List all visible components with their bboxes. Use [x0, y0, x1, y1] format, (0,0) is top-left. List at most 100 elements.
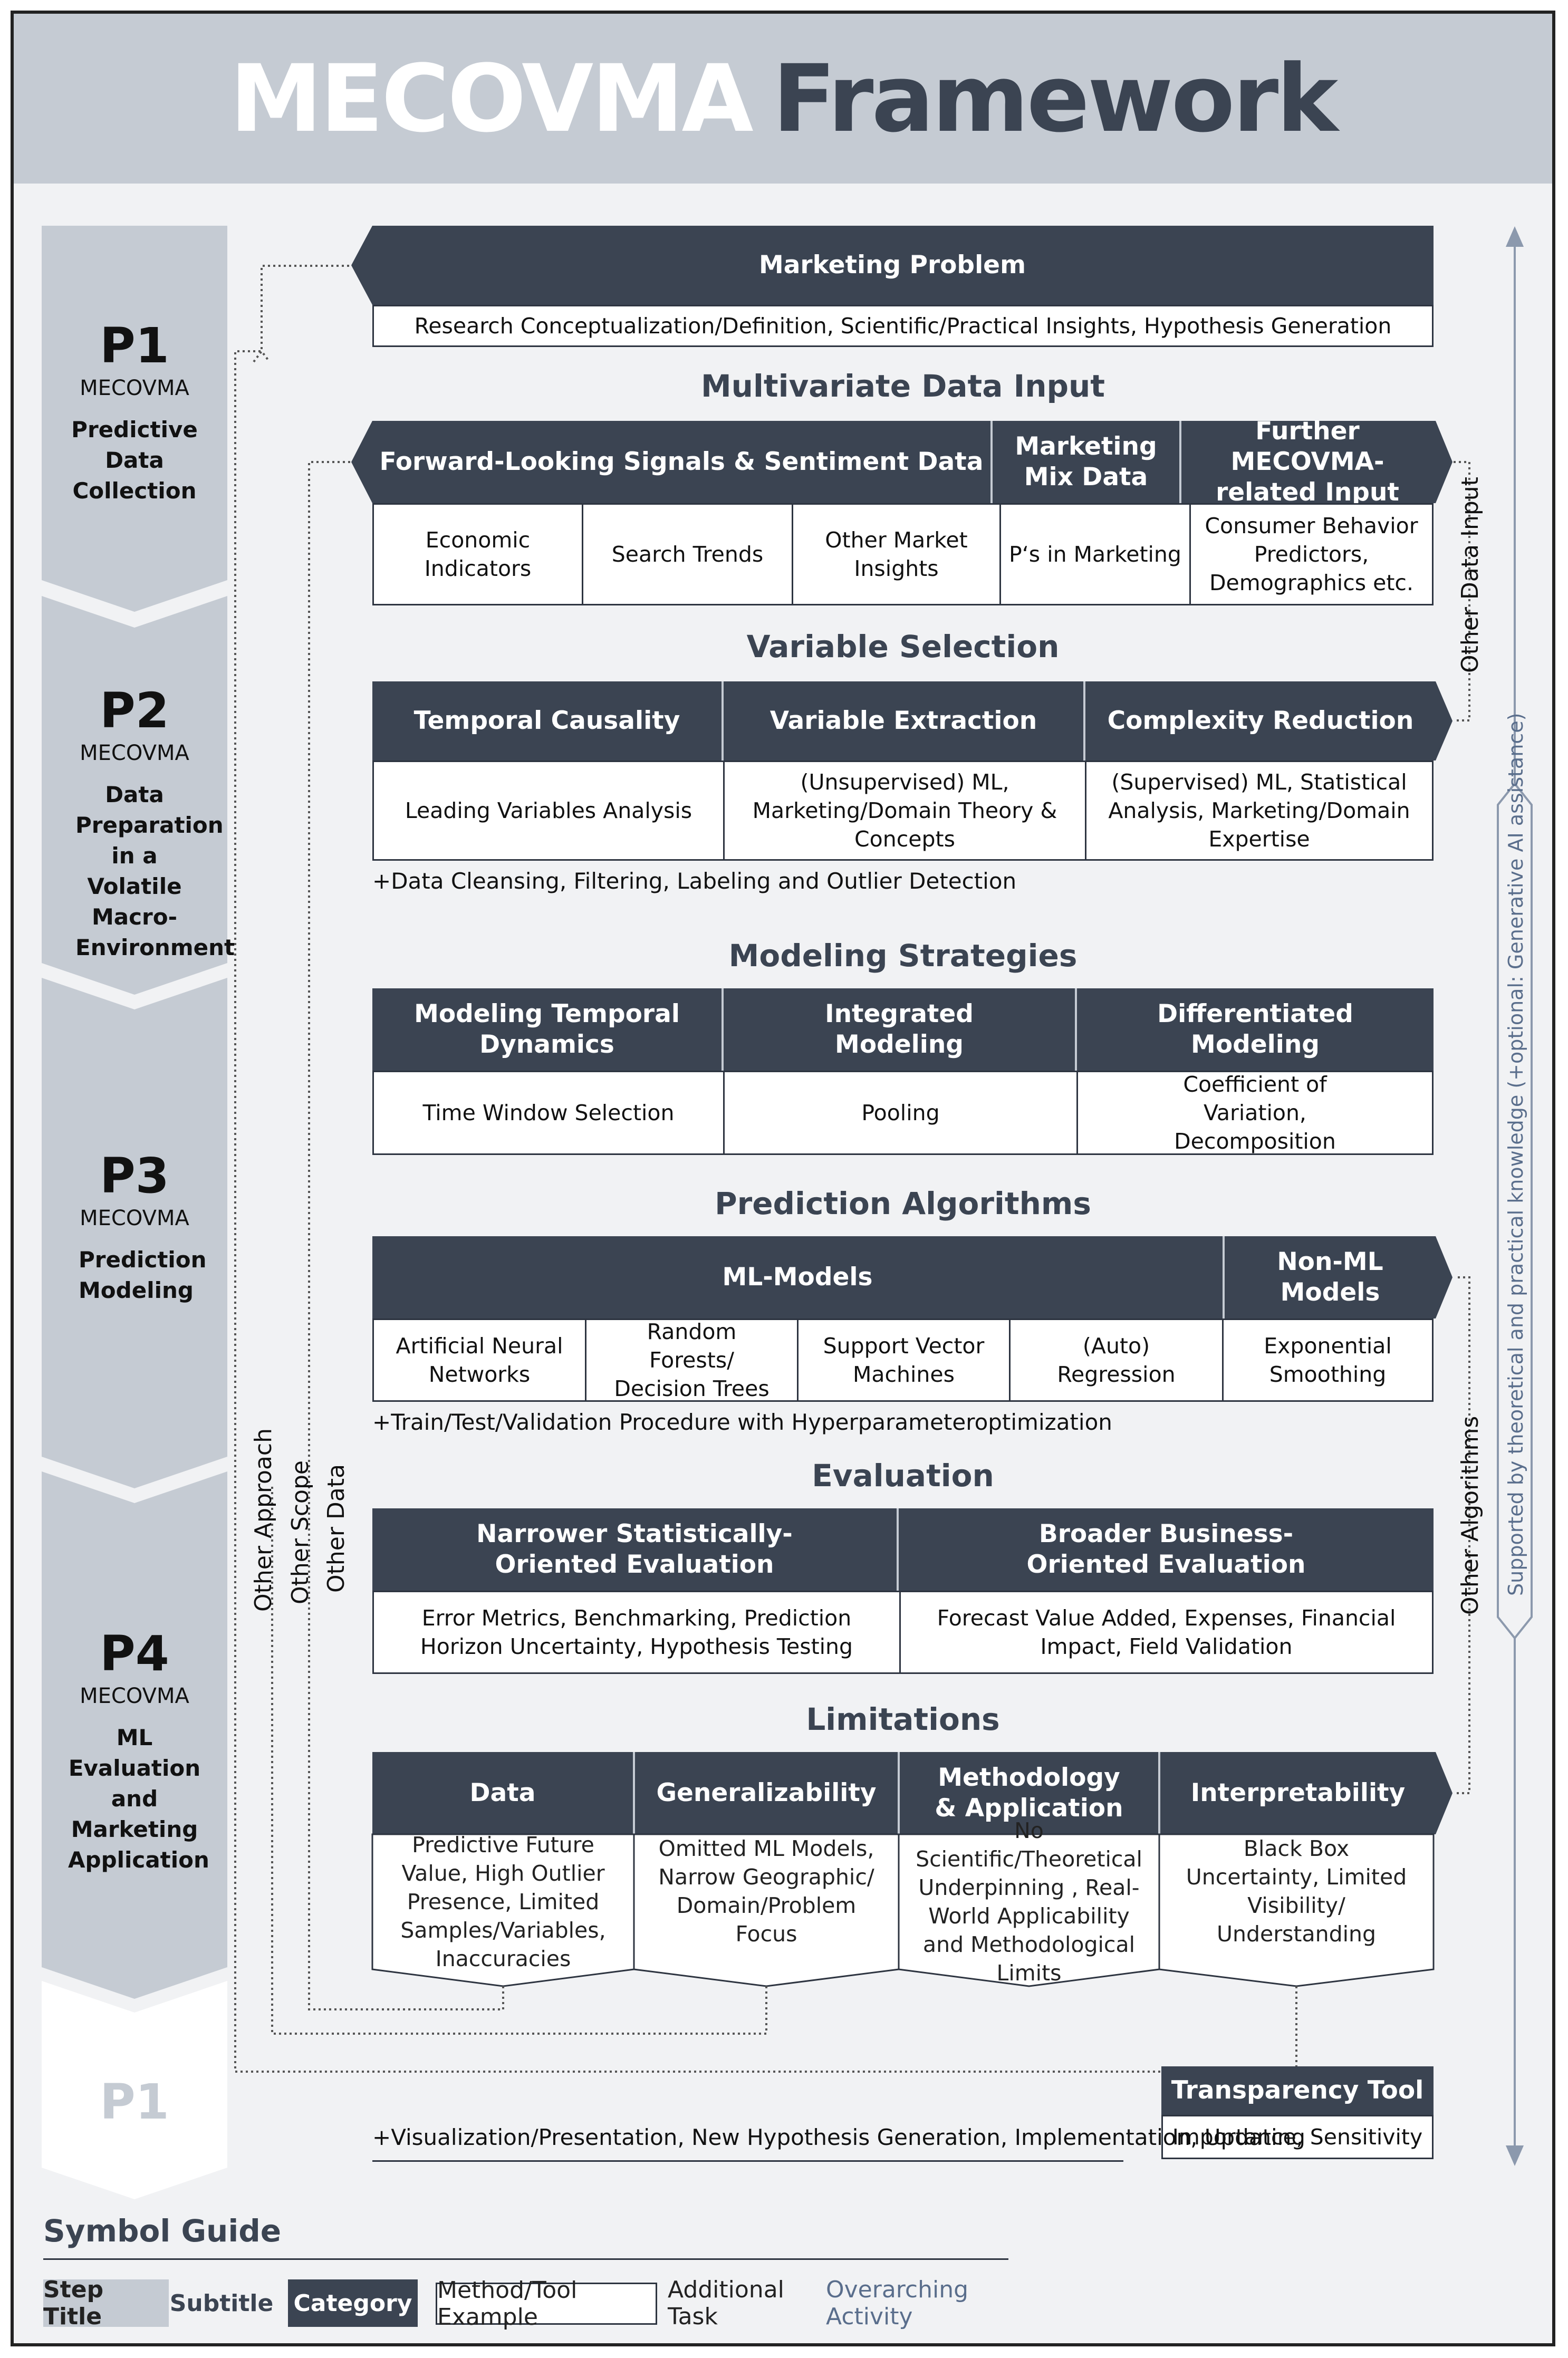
overarching-arrow-down [1505, 2145, 1524, 2166]
limitation-boxes [371, 1833, 1435, 1987]
step-p3: P3 MECOVMA Prediction Modeling [42, 1150, 227, 1306]
method-row-multivariate: Economic Indicators Search Trends Other … [372, 503, 1434, 605]
additional-task-data-cleansing: +Data Cleansing, Filtering, Labeling and… [372, 868, 1017, 894]
category-row-modeling [372, 988, 1434, 1071]
category-ml-models: ML-Models [722, 1263, 873, 1292]
step-p1: P1 MECOVMA Predictive Data Collection [42, 320, 227, 506]
category-marketing-problem: Marketing Problem [351, 226, 1434, 305]
method-forecast-value: Forecast Value Added, Expenses, Financia… [899, 1592, 1432, 1672]
category-differentiated-modeling: Differentiated Modeling [1157, 999, 1353, 1059]
method-leading-variables: Leading Variables Analysis [405, 798, 692, 823]
category-separator [1083, 681, 1085, 761]
title-part2: Framework [772, 44, 1339, 153]
step-number: P3 [100, 1148, 169, 1204]
category-separator [1158, 1752, 1160, 1834]
additional-task-train-test: +Train/Test/Validation Procedure with Hy… [372, 1409, 1112, 1435]
step-band-p2 [42, 596, 227, 995]
overarching-arrow-up [1505, 226, 1524, 247]
overarching-band [1497, 782, 1533, 1640]
method-unsupervised-ml: (Unsupervised) ML, Marketing/Domain Theo… [723, 762, 1085, 859]
loop-other-algorithms [1457, 1276, 1470, 1794]
category-data: Data [469, 1778, 536, 1807]
final-task-underline [372, 2160, 1123, 2162]
label-overarching-activity: Supported by theoretical and practical k… [1504, 713, 1527, 1596]
step-mecovma: MECOVMA [80, 1206, 189, 1230]
method-row-variable-selection: Leading Variables Analysis (Unsupervised… [372, 761, 1434, 861]
limitation-box-data [371, 1833, 635, 1987]
category-separator [722, 681, 724, 761]
additional-task-visualization: +Visualization/Presentation, New Hypothe… [372, 2124, 1305, 2150]
method-support-vector: Support Vector Machines [797, 1320, 1009, 1400]
category-separator [1075, 988, 1077, 1071]
subtitle-multivariate: Multivariate Data Input [700, 368, 1105, 404]
method-auto-regression: (Auto) Regression [1009, 1320, 1222, 1400]
step-number: P2 [100, 682, 169, 739]
limitation-box-interpretability [1158, 1833, 1435, 1987]
method-economic-indicators: Economic Indicators [424, 527, 532, 581]
method-pooling: Pooling [723, 1072, 1076, 1153]
legend-step-title: Step Title [43, 2276, 169, 2330]
step-number: P1 [100, 317, 169, 374]
category-narrower-evaluation: Narrower Statistically-Oriented Evaluati… [476, 1519, 793, 1579]
step-p1-repeat: P1 [42, 2076, 227, 2129]
method-coefficient-of-variation: Coefficient of Variation, Decomposition [1076, 1072, 1432, 1154]
method-time-window: Time Window Selection [422, 1100, 675, 1125]
title-part1: MECOVMA [229, 44, 754, 153]
method-limitation-methodology: No Scientific/Theoretical Underpinning ,… [916, 1818, 1142, 1986]
method-row-evaluation: Error Metrics, Benchmarking, Prediction … [372, 1591, 1434, 1674]
step-p4: P4 MECOVMA ML Evaluation and Marketing A… [42, 1628, 227, 1875]
limitation-box-generalizability [633, 1833, 900, 1987]
category-generalizability: Generalizability [656, 1778, 877, 1807]
category-broader-evaluation: Broader Business-Oriented Evaluation [1026, 1519, 1306, 1579]
method-row-modeling: Time Window Selection Pooling Coefficien… [372, 1071, 1434, 1155]
legend-divider [43, 2258, 1008, 2260]
category-separator [1179, 421, 1181, 503]
method-supervised-ml: (Supervised) ML, Statistical Analysis, M… [1085, 762, 1432, 859]
loop-other-data-input [1454, 461, 1470, 721]
legend-method: Method/Tool Example [436, 2277, 657, 2331]
legend-overarching-activity: Overarching Activity [826, 2276, 969, 2330]
subtitle-evaluation: Evaluation [812, 1458, 994, 1494]
step-band-p1 [42, 226, 227, 612]
step-band-p1-repeat [42, 1981, 227, 2199]
category-modeling-temporal: Modeling Temporal Dynamics [414, 999, 680, 1059]
loop-other-approach-arrow [253, 349, 271, 363]
step-p2: P2 MECOVMA Data Preparation in a Volatil… [42, 682, 235, 963]
category-row-limitations [372, 1752, 1452, 1834]
category-interpretability: Interpretability [1190, 1778, 1406, 1807]
step-mecovma: MECOVMA [80, 376, 189, 400]
category-methodology: Methodology & Application [935, 1763, 1123, 1823]
limitation-box-methodology [898, 1833, 1160, 1987]
method-marketing-problem: Research Conceptualization/Definition, S… [372, 305, 1434, 347]
step-mecovma: MECOVMA [80, 1684, 189, 1708]
method-search-trends: Search Trends [582, 505, 792, 604]
legend-additional-task: Additional Task [668, 2276, 784, 2330]
subtitle-limitations: Limitations [806, 1701, 1000, 1737]
step-number: P4 [100, 1625, 169, 1682]
title-bar: MECOVMA Framework [14, 14, 1552, 184]
label-other-scope: Other Scope [287, 1460, 314, 1604]
subtitle-algorithms: Prediction Algorithms [715, 1186, 1091, 1221]
category-separator [897, 1508, 899, 1591]
category-row-evaluation [372, 1508, 1434, 1591]
label-other-algorithms: Other Algorithms [1457, 1416, 1484, 1615]
category-further-input: Further MECOVMA-related Input [1216, 417, 1399, 507]
category-forward-looking: Forward-Looking Signals & Sentiment Data [379, 447, 984, 476]
category-separator [898, 1752, 900, 1834]
category-marketing-mix: Marketing Mix Data [1015, 432, 1157, 492]
label-other-approach: Other Approach [250, 1428, 277, 1612]
category-complexity-reduction: Complexity Reduction [1107, 706, 1414, 735]
step-band-p4 [42, 1471, 227, 1999]
subtitle-variable-selection: Variable Selection [746, 629, 1060, 665]
method-ps-in-marketing: P‘s in Marketing [999, 505, 1189, 604]
step-title: Prediction Modeling [79, 1247, 207, 1303]
method-error-metrics: Error Metrics, Benchmarking, Prediction … [420, 1605, 853, 1659]
loop-other-data [308, 461, 504, 2010]
category-separator [990, 421, 993, 503]
category-transparency-tool: Transparency Tool [1161, 2066, 1434, 2115]
method-neural-networks: Artificial Neural Networks [396, 1333, 563, 1387]
subtitle-modeling: Modeling Strategies [728, 938, 1078, 974]
category-separator [722, 988, 724, 1071]
method-other-market-insights: Other Market Insights [792, 505, 999, 604]
label-other-data: Other Data [323, 1464, 350, 1593]
